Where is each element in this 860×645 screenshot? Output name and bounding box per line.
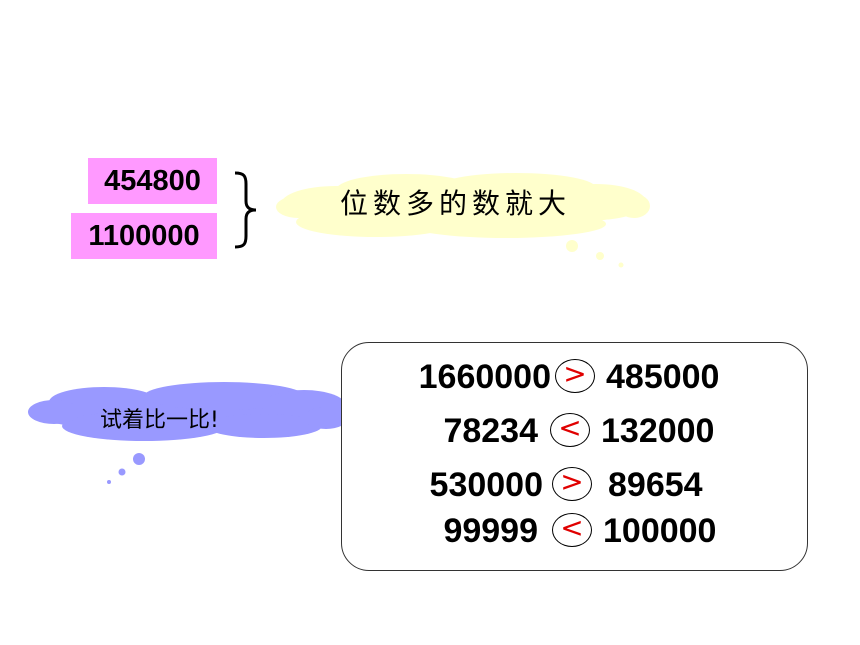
comparison-row: 1660000 > 485000 [342, 355, 809, 399]
number-box-454800: 454800 [88, 158, 217, 204]
comparison-sign[interactable]: > [555, 359, 595, 393]
comparison-sign[interactable]: > [552, 467, 592, 501]
left-number: 78234 [443, 412, 538, 450]
comparison-sign[interactable]: < [552, 513, 592, 547]
comparison-sign[interactable]: < [550, 413, 590, 447]
left-number: 99999 [443, 512, 538, 550]
comparison-row: 530000 > 89654 [342, 463, 809, 507]
right-number: 89654 [608, 466, 703, 504]
prompt-thought-cloud [28, 382, 348, 484]
right-number: 100000 [603, 512, 717, 550]
comparison-row: 99999 < 100000 [342, 509, 809, 553]
rule-thought-cloud [276, 173, 650, 268]
rule-text: 位数多的数就大 [340, 187, 572, 220]
try-compare-text: 试着比一比! [100, 408, 219, 433]
left-number: 530000 [429, 466, 543, 504]
right-number: 132000 [601, 412, 715, 450]
right-number: 485000 [606, 358, 720, 396]
curly-brace [234, 171, 257, 249]
comparison-row: 78234 < 132000 [342, 409, 809, 453]
left-number: 1660000 [418, 358, 551, 396]
comparison-panel: 1660000 > 485000 78234 < 132000 530000 >… [341, 342, 808, 571]
number-box-1100000: 1100000 [71, 213, 217, 259]
